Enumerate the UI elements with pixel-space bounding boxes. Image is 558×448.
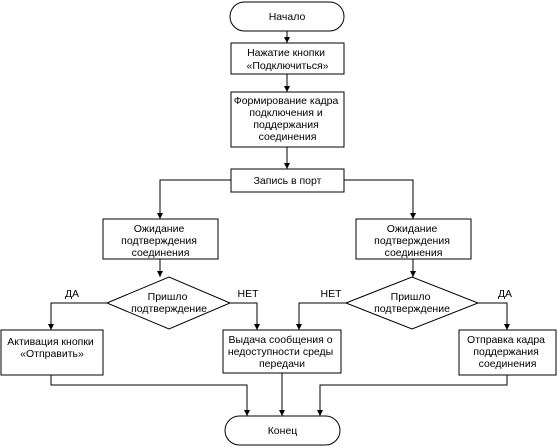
wait-left-line-3: соединения	[132, 247, 190, 259]
unavailable-line-2: недоступности среды	[228, 346, 333, 358]
activate-send-line-1: Активация кнопки	[7, 336, 94, 348]
arrow-left-no	[230, 302, 260, 330]
build-frame-line-1: Формирование кадра	[234, 95, 339, 107]
arrow-write-to-wait-left	[157, 179, 231, 219]
activate-send-process: Активация кнопки «Отправить»	[0, 329, 104, 376]
arrow-activate-to-end	[50, 375, 250, 416]
edge-label-right-no: НЕТ	[321, 288, 343, 300]
svg-text:Ожидание подтверждения: Ожидание подтверждения соединения	[121, 223, 200, 259]
edge-label-left-yes: ДА	[65, 288, 79, 300]
press-connect-line-1: Нажатие кнопки	[247, 47, 325, 59]
edge-label-left-no: НЕТ	[238, 288, 260, 300]
arrow-right-no	[296, 302, 346, 330]
build-frame-line-2: подключения и	[249, 107, 322, 119]
svg-text:Ожидание подтверждения: Ожидание подтверждения соединения	[374, 223, 453, 259]
build-frame-line-3: поддержания	[253, 119, 318, 131]
unavailable-line-3: передачи	[259, 358, 305, 370]
connectors	[48, 31, 510, 416]
start-label: Начало	[269, 11, 306, 23]
svg-text:Отправка кадра поддержан: Отправка кадра поддержания соединения	[467, 334, 548, 370]
wait-left-line-1: Ожидание	[134, 223, 185, 235]
build-frame-process: Формирование кадра подключения и поддерж…	[230, 91, 345, 148]
arrow-left-yes	[48, 302, 107, 330]
decision-right-line-2: подтверждение	[374, 303, 450, 315]
build-frame-line-4: соединения	[259, 131, 317, 143]
wait-right-line-2: подтверждения	[374, 235, 450, 247]
write-port-label: Запись в порт	[254, 175, 322, 187]
press-connect-line-2: «Подключиться»	[247, 60, 329, 72]
decision-right: Пришло подтверждение	[344, 276, 480, 330]
svg-text:Нажатие кнопки «Подключи: Нажатие кнопки «Подключиться»	[247, 47, 329, 72]
write-port-process: Запись в порт	[230, 168, 345, 193]
arrow-right-yes	[478, 302, 510, 330]
keepalive-line-2: поддержания	[473, 346, 538, 358]
wait-left-process: Ожидание подтверждения соединения	[102, 218, 219, 260]
decision-left: Пришло подтверждение	[105, 276, 232, 330]
keepalive-line-3: соединения	[479, 358, 537, 370]
keepalive-line-1: Отправка кадра	[467, 334, 545, 346]
end-label: Конец	[268, 425, 298, 437]
end-terminal: Конец	[224, 415, 341, 446]
arrow-write-to-wait-right	[344, 179, 416, 219]
wait-right-line-1: Ожидание	[387, 223, 438, 235]
unavailable-message-process: Выдача сообщения о недоступности среды п…	[222, 329, 342, 374]
wait-right-process: Ожидание подтверждения соединения	[355, 218, 472, 260]
wait-left-line-2: подтверждения	[121, 235, 197, 247]
svg-text:Активация кнопки «Отправ: Активация кнопки «Отправить»	[7, 336, 96, 360]
activate-send-line-2: «Отправить»	[20, 348, 84, 360]
decision-right-line-1: Пришло	[391, 291, 431, 303]
svg-text:Пришло подтверждение: Пришло подтверждение	[131, 291, 207, 315]
svg-text:Формирование кадра подкл: Формирование кадра подключения и поддерж…	[234, 95, 342, 143]
send-keepalive-process: Отправка кадра поддержания соединения	[458, 329, 557, 376]
start-terminal: Начало	[229, 1, 345, 32]
decision-left-line-2: подтверждение	[131, 303, 207, 315]
press-connect-process: Нажатие кнопки «Подключиться»	[230, 42, 345, 75]
edge-label-right-yes: ДА	[498, 288, 512, 300]
wait-right-line-3: соединения	[385, 247, 443, 259]
svg-text:Пришло подтверждение: Пришло подтверждение	[374, 291, 450, 315]
unavailable-line-1: Выдача сообщения о	[229, 334, 333, 346]
arrow-keepalive-to-end	[317, 375, 508, 416]
svg-text:Выдача сообщения о недо: Выдача сообщения о недоступности среды п…	[228, 334, 336, 370]
decision-left-line-1: Пришло	[148, 291, 188, 303]
